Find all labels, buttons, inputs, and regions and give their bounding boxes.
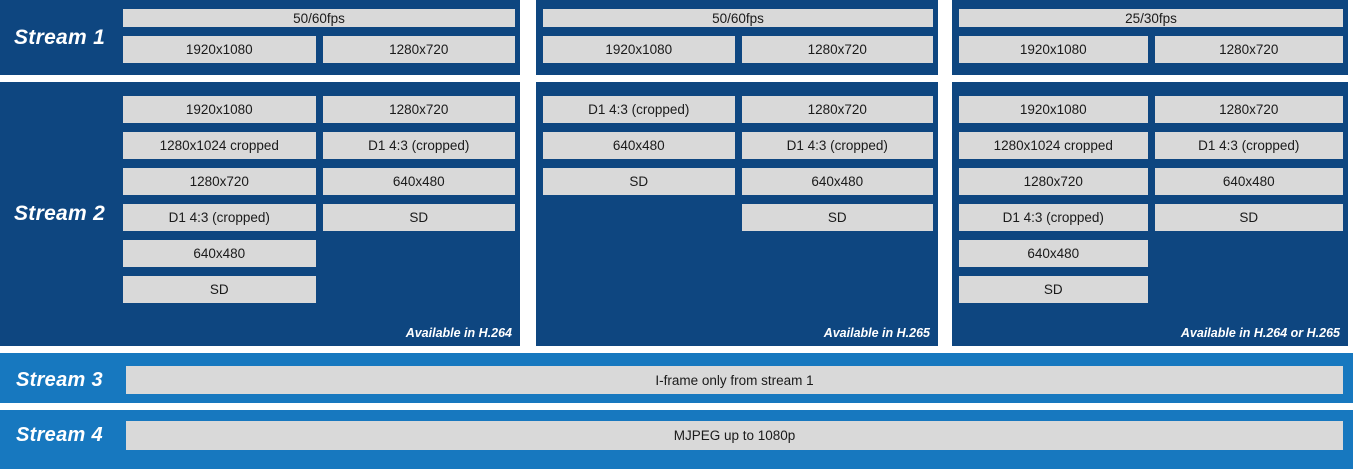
resolution-pair: 1920x1080 1280x720 (959, 36, 1343, 63)
resolution-column: 1920x1080 1280x1024 cropped 1280x720 D1 … (123, 96, 316, 303)
resolution-box: 1280x720 (1154, 96, 1343, 123)
stream2-label: Stream 2 (14, 202, 106, 225)
stream2-row: Stream 2 1920x1080 1280x1024 cropped 128… (0, 82, 1353, 346)
fps-box: 25/30fps (959, 9, 1343, 27)
resolution-box: D1 4:3 (cropped) (543, 96, 735, 123)
resolution-column: 1280x720 D1 4:3 (cropped) 640x480 SD (741, 96, 933, 231)
resolution-box: 640x480 (1154, 168, 1343, 195)
resolution-box: SD (322, 204, 515, 231)
resolution-box: 1920x1080 (123, 36, 316, 63)
stream2-panel-h265-grid: D1 4:3 (cropped) 640x480 SD 1280x720 D1 … (536, 82, 938, 231)
stream1-label-area: Stream 1 (0, 0, 123, 75)
stream1-panel-3: 25/30fps 1920x1080 1280x720 (952, 0, 1348, 75)
resolution-box: 1920x1080 (543, 36, 735, 63)
resolution-box: SD (543, 168, 735, 195)
resolution-box: D1 4:3 (cropped) (959, 204, 1148, 231)
stream4-label-area: Stream 4 (0, 421, 126, 449)
stream1-panel-2-grid: 50/60fps 1920x1080 1280x720 (536, 0, 938, 63)
resolution-box: 1280x720 (123, 168, 316, 195)
resolution-column: 1920x1080 1280x1024 cropped 1280x720 D1 … (959, 96, 1148, 303)
fps-box: 50/60fps (123, 9, 515, 27)
resolution-box: D1 4:3 (cropped) (123, 204, 316, 231)
stream4-row: Stream 4 MJPEG up to 1080p (0, 410, 1353, 469)
stream2-label-area: Stream 2 (0, 82, 123, 346)
stream1-panel-1-grid: 50/60fps 1920x1080 1280x720 (123, 0, 520, 75)
stream2-panel-h264-or-h265: 1920x1080 1280x1024 cropped 1280x720 D1 … (952, 82, 1348, 346)
resolution-box: SD (1154, 204, 1343, 231)
resolution-box: 1280x720 (741, 96, 933, 123)
resolution-pair: 1920x1080 1280x720 (123, 36, 515, 63)
stream2-panel-h264-or-h265-grid: 1920x1080 1280x1024 cropped 1280x720 D1 … (952, 82, 1348, 303)
stream3-bar: I-frame only from stream 1 (126, 366, 1343, 394)
fps-box: 50/60fps (543, 9, 933, 27)
resolution-column: 1280x720 D1 4:3 (cropped) 640x480 SD (322, 96, 515, 231)
resolution-box: 640x480 (123, 240, 316, 267)
stream1-row: Stream 1 50/60fps 1920x1080 1280x720 50/… (0, 0, 1353, 75)
stream2-panel-h265: D1 4:3 (cropped) 640x480 SD 1280x720 D1 … (536, 82, 938, 346)
availability-note: Available in H.264 (405, 326, 512, 340)
stream1-label: Stream 1 (14, 25, 106, 49)
resolution-box: SD (959, 276, 1148, 303)
resolution-column: D1 4:3 (cropped) 640x480 SD (543, 96, 735, 195)
availability-note: Available in H.264 or H.265 (1180, 326, 1340, 340)
resolution-box: SD (123, 276, 316, 303)
stream4-bar: MJPEG up to 1080p (126, 421, 1343, 450)
resolution-box: 1920x1080 (123, 96, 316, 123)
stream2-panel-h264-grid: 1920x1080 1280x1024 cropped 1280x720 D1 … (123, 82, 520, 346)
resolution-box: 1920x1080 (959, 36, 1148, 63)
stream1-panel-1: Stream 1 50/60fps 1920x1080 1280x720 (0, 0, 520, 75)
resolution-box: 1280x1024 cropped (959, 132, 1148, 159)
stream1-panel-3-grid: 25/30fps 1920x1080 1280x720 (952, 0, 1348, 63)
resolution-box: SD (741, 204, 933, 231)
stream1-panel-2: 50/60fps 1920x1080 1280x720 (536, 0, 938, 75)
resolution-box: 1280x720 (741, 36, 933, 63)
resolution-box: 1920x1080 (959, 96, 1148, 123)
resolution-box: 1280x720 (959, 168, 1148, 195)
stream3-label: Stream 3 (16, 368, 103, 391)
resolution-box: D1 4:3 (cropped) (741, 132, 933, 159)
resolution-box: 640x480 (543, 132, 735, 159)
stream2-panel-h264: Stream 2 1920x1080 1280x1024 cropped 128… (0, 82, 520, 346)
resolution-box: 640x480 (959, 240, 1148, 267)
resolution-pair: 1920x1080 1280x720 (543, 36, 933, 63)
stream3-row: Stream 3 I-frame only from stream 1 (0, 353, 1353, 403)
stream3-label-area: Stream 3 (0, 366, 126, 394)
resolution-box: 640x480 (741, 168, 933, 195)
resolution-box: 1280x720 (322, 96, 515, 123)
resolution-box: 1280x720 (322, 36, 515, 63)
resolution-box: 1280x720 (1154, 36, 1343, 63)
stream4-label: Stream 4 (16, 423, 103, 446)
resolution-box: D1 4:3 (cropped) (322, 132, 515, 159)
resolution-box: D1 4:3 (cropped) (1154, 132, 1343, 159)
resolution-column: 1280x720 D1 4:3 (cropped) 640x480 SD (1154, 96, 1343, 231)
resolution-box: 1280x1024 cropped (123, 132, 316, 159)
availability-note: Available in H.265 (823, 326, 930, 340)
resolution-box: 640x480 (322, 168, 515, 195)
